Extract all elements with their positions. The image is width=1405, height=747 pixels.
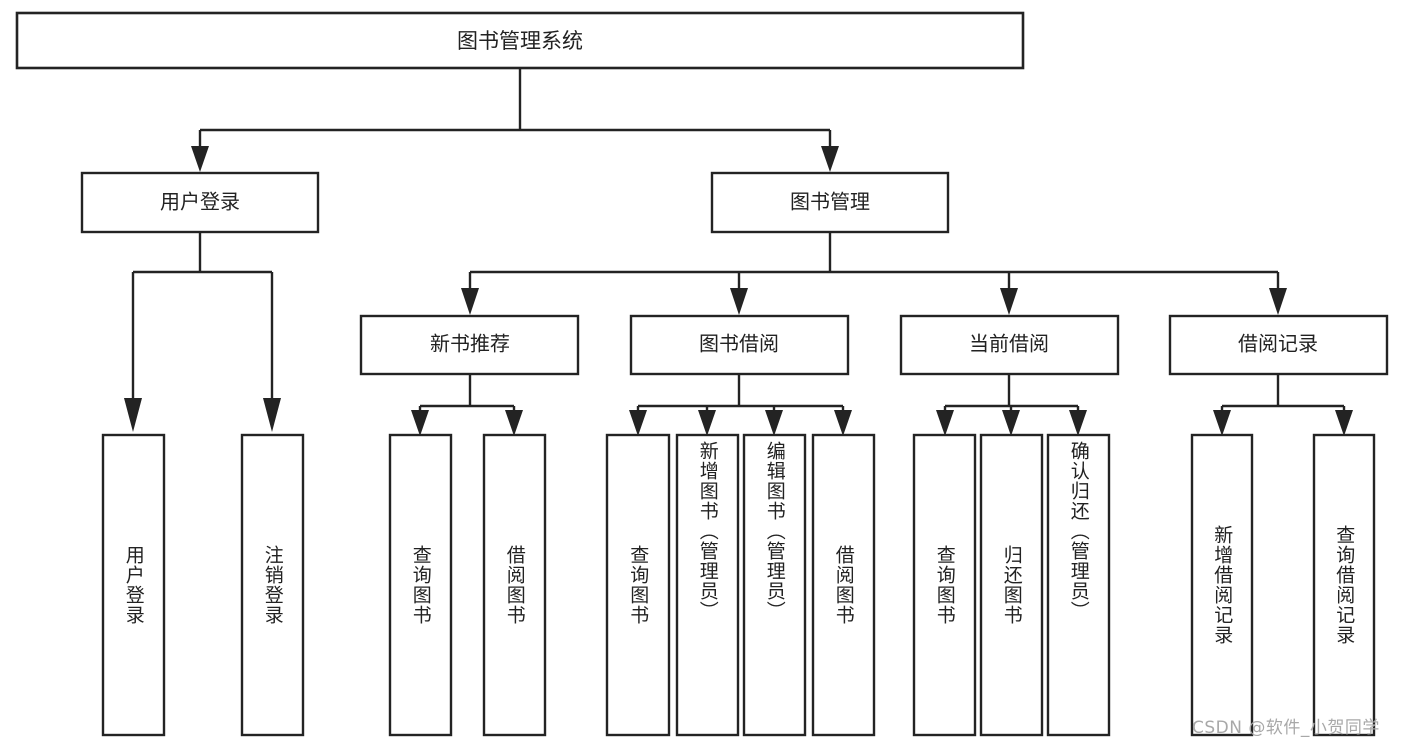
- leaf-box-query-book-3[interactable]: [912, 433, 977, 737]
- leaf-box-borrow-book-1[interactable]: [482, 433, 547, 737]
- node-borrow-record-label: 借阅记录: [1238, 332, 1318, 356]
- node-root-box[interactable]: [15, 11, 1025, 70]
- arrowhead-leaf-user-login: [124, 398, 142, 432]
- arrowhead-leaf-query-record: [1335, 410, 1353, 436]
- leaf-box-user-logout[interactable]: [240, 433, 305, 737]
- arrowhead-user-login: [191, 146, 209, 172]
- node-book-borrow-box[interactable]: [629, 314, 850, 376]
- node-book-borrow[interactable]: 图书借阅: [629, 314, 850, 376]
- node-root-label: 图书管理系统: [457, 29, 583, 53]
- node-book-manage[interactable]: 图书管理: [710, 171, 950, 234]
- arrowhead-leaf-borrow-book-2: [834, 410, 852, 436]
- leaf-box-borrow-book-2[interactable]: [811, 433, 876, 737]
- arrowhead-new-book-recommend: [461, 288, 479, 315]
- node-user-login[interactable]: 用户登录: [80, 171, 320, 234]
- leaf-box-add-record[interactable]: [1190, 433, 1254, 737]
- node-user-login-box[interactable]: [80, 171, 320, 234]
- arrowhead-leaf-query-book-2: [629, 410, 647, 436]
- node-current-borrow[interactable]: 当前借阅: [899, 314, 1120, 376]
- csdn-watermark: CSDN @软件_小贺同学: [1192, 718, 1380, 738]
- node-new-book-recommend[interactable]: 新书推荐: [359, 314, 580, 376]
- arrowhead-leaf-return-book: [1002, 410, 1020, 436]
- node-layer: 图书管理系统 用户登录 图书管理 新书推荐 图书借阅 当前: [15, 11, 1389, 737]
- leaf-box-query-record[interactable]: [1312, 433, 1376, 737]
- node-user-login-label: 用户登录: [160, 190, 240, 214]
- arrowhead-leaf-confirm-return: [1069, 410, 1087, 436]
- node-book-manage-label: 图书管理: [790, 190, 870, 214]
- leaf-box-user-login[interactable]: [101, 433, 166, 737]
- node-book-borrow-label: 图书借阅: [699, 332, 779, 356]
- leaf-box-edit-book[interactable]: [742, 433, 807, 737]
- arrowhead-leaf-add-record: [1213, 410, 1231, 436]
- node-new-book-recommend-box[interactable]: [359, 314, 580, 376]
- leaf-box-query-book-1[interactable]: [388, 433, 453, 737]
- node-book-manage-box[interactable]: [710, 171, 950, 234]
- arrowhead-leaf-user-logout: [263, 398, 281, 432]
- leaf-box-return-book[interactable]: [979, 433, 1044, 737]
- leaf-box-add-book[interactable]: [675, 433, 740, 737]
- arrowhead-leaf-add-book: [698, 410, 716, 436]
- connector-layer: [124, 68, 1353, 436]
- node-current-borrow-box[interactable]: [899, 314, 1120, 376]
- node-borrow-record-box[interactable]: [1168, 314, 1389, 376]
- node-new-book-recommend-label: 新书推荐: [430, 332, 510, 356]
- arrowhead-current-borrow: [1000, 288, 1018, 315]
- arrowhead-leaf-query-book-3: [936, 410, 954, 436]
- node-borrow-record[interactable]: 借阅记录: [1168, 314, 1389, 376]
- arrowhead-leaf-edit-book: [765, 410, 783, 436]
- node-current-borrow-label: 当前借阅: [969, 332, 1049, 356]
- arrowhead-book-manage: [821, 146, 839, 172]
- arrowhead-borrow-record: [1269, 288, 1287, 315]
- arrowhead-book-borrow: [730, 288, 748, 315]
- arrowhead-leaf-borrow-book-1: [505, 410, 523, 436]
- leaf-box-query-book-2[interactable]: [605, 433, 671, 737]
- arrowhead-leaf-query-book-1: [411, 410, 429, 436]
- node-root[interactable]: 图书管理系统: [15, 11, 1025, 70]
- leaf-box-confirm-return[interactable]: [1046, 433, 1111, 737]
